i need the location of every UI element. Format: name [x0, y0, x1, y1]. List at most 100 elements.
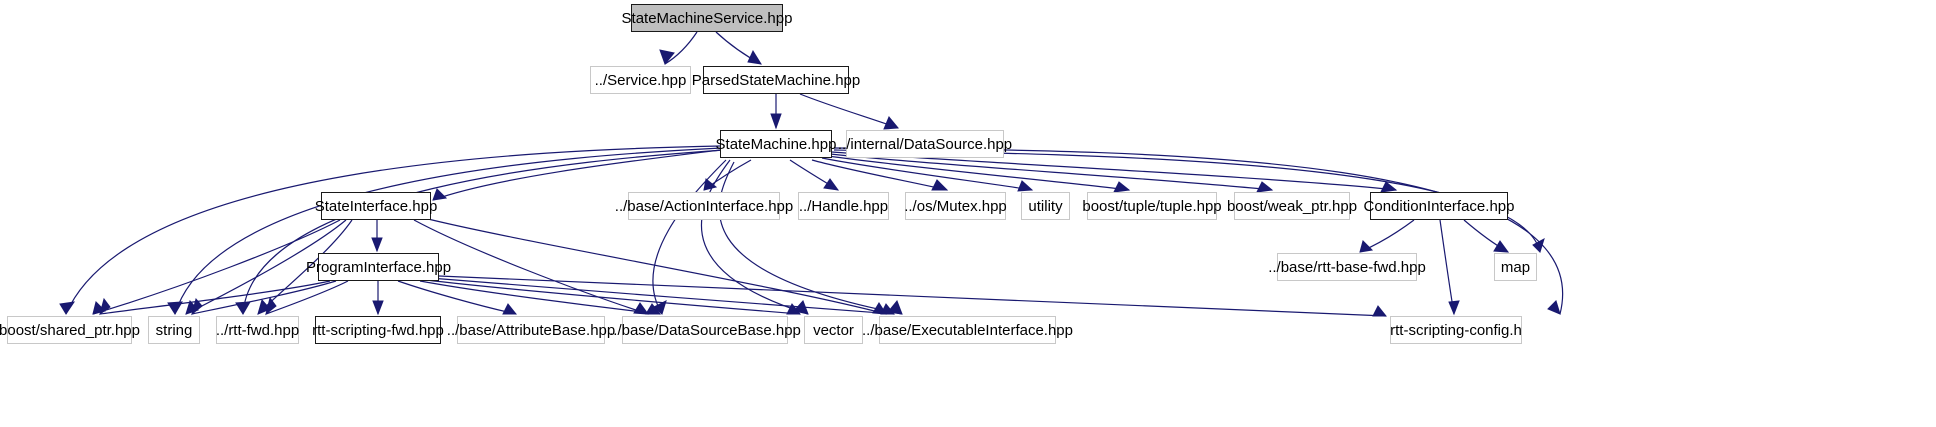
node-rttfwd[interactable]: ../rtt-fwd.hpp — [216, 316, 299, 344]
edge-stateinterface-to-datasourcebase — [413, 219, 649, 315]
arrowhead-statemachine-to-execinterface — [887, 300, 903, 315]
node-programiface[interactable]: ProgramInterface.hpp — [306, 253, 451, 281]
node-attributebase[interactable]: ../base/AttributeBase.hpp — [447, 316, 615, 344]
arrowhead-programiface-to-vector — [786, 303, 802, 315]
node-parsedsm[interactable]: ParsedStateMachine.hpp — [692, 66, 860, 94]
edge-statemachine-to-actioninterface — [703, 159, 752, 191]
arrowhead-stateinterface-to-rttfwd — [257, 298, 271, 315]
node-utility[interactable]: utility — [1021, 192, 1070, 220]
arrowhead-stateinterface-to-string — [185, 300, 199, 315]
node-label: map — [1500, 258, 1531, 276]
node-label: rtt-scripting-config.h — [1390, 321, 1522, 339]
node-boostweak[interactable]: boost/weak_ptr.hpp — [1227, 192, 1357, 220]
arrowhead-statemachine-to-boosttuple — [1113, 181, 1131, 193]
edge-programiface-to-sharedptr — [99, 280, 331, 315]
node-label: StateMachine.hpp — [715, 135, 837, 153]
arrowhead-statemachine-to-utility — [1017, 180, 1034, 192]
node-statemachine[interactable]: StateMachine.hpp — [716, 130, 836, 158]
edge-statemachine-to-rttfwd — [242, 149, 725, 315]
node-mutex[interactable]: ../os/Mutex.hpp — [904, 192, 1007, 220]
edge-stateinterface-to-sharedptr — [92, 219, 341, 315]
arrowhead-statemachine-to-stateinterface — [432, 188, 448, 201]
node-label: ../os/Mutex.hpp — [904, 197, 1007, 215]
node-stateinterface[interactable]: StateInterface.hpp — [315, 192, 437, 220]
edge-statemachine-to-scriptingconfig — [833, 147, 1564, 315]
node-label: boost/weak_ptr.hpp — [1226, 197, 1358, 215]
edge-programiface-to-attributebase — [397, 280, 517, 315]
edge-statemachine-to-vector — [701, 159, 809, 315]
edge-statemachine-to-string — [174, 147, 723, 315]
node-label: boost/tuple/tuple.hpp — [1082, 197, 1222, 215]
arrowhead-statemachine-to-handle — [823, 178, 840, 191]
arrowhead-statemachine-to-sharedptr — [59, 301, 76, 315]
arrowhead-parsedsm-to-statemachine — [770, 113, 782, 130]
arrowhead-programiface-to-rttfwd — [265, 296, 277, 316]
node-scriptingfwd[interactable]: rtt-scripting-fwd.hpp — [312, 316, 444, 344]
node-scriptingconfig[interactable]: rtt-scripting-config.h — [1390, 316, 1522, 344]
node-label: ConditionInterface.hpp — [1363, 197, 1515, 215]
edge-programiface-to-rttfwd — [265, 280, 349, 315]
node-label: StateInterface.hpp — [314, 197, 438, 215]
node-boosttuple[interactable]: boost/tuple/tuple.hpp — [1082, 192, 1222, 220]
node-label: ../base/ActionInterface.hpp — [614, 197, 794, 215]
node-service[interactable]: ../Service.hpp — [590, 66, 691, 94]
arrowhead-programiface-to-scriptingconfig — [1372, 305, 1388, 317]
edge-root-to-service — [664, 31, 698, 65]
node-label: ../internal/DataSource.hpp — [837, 135, 1013, 153]
arrowhead-conditioniface-to-scriptingconfig — [1448, 300, 1460, 316]
edge-conditioniface-to-map — [1463, 219, 1509, 253]
edge-conditioniface-to-rttbasefwd — [1359, 219, 1415, 253]
node-label: string — [155, 321, 193, 339]
edge-statemachine-to-mutex — [811, 159, 948, 191]
edge-programiface-to-scriptingconfig — [438, 275, 1387, 317]
node-conditioniface[interactable]: ConditionInterface.hpp — [1364, 192, 1514, 220]
node-root[interactable]: StateMachineService.hpp — [622, 4, 792, 32]
node-label: ../Service.hpp — [594, 71, 687, 89]
node-label: ../rtt-fwd.hpp — [215, 321, 300, 339]
arrowhead-programiface-to-datasourcebase — [645, 303, 662, 315]
arrowhead-statemachine-to-vector — [793, 300, 809, 315]
arrowhead-programiface-to-scriptingfwd — [372, 300, 384, 316]
edge-statemachine-to-datasourcebase — [652, 159, 727, 315]
edge-root-to-parsedsm — [715, 31, 762, 65]
node-label: ../base/rtt-base-fwd.hpp — [1268, 258, 1426, 276]
arrowhead-programiface-to-string — [191, 297, 203, 316]
edge-stateinterface-to-execinterface — [423, 217, 887, 315]
arrowhead-stateinterface-to-programiface — [371, 237, 383, 253]
edge-programiface-to-datasourcebase — [419, 280, 661, 315]
node-rttbasefwd[interactable]: ../base/rtt-base-fwd.hpp — [1268, 253, 1426, 281]
node-label: ParsedStateMachine.hpp — [691, 71, 861, 89]
node-string[interactable]: string — [148, 316, 200, 344]
arrowhead-conditioniface-to-rttbasefwd — [1359, 240, 1374, 253]
arrowhead-stateinterface-to-sharedptr — [92, 301, 106, 315]
edge-statemachine-to-boostweak — [829, 153, 1273, 191]
edge-statemachine-to-execinterface — [718, 161, 903, 315]
arrowhead-statemachine-to-mutex — [931, 179, 949, 191]
arrowhead-statemachine-to-datasourcebase — [653, 300, 667, 315]
edge-parsedsm-to-datasource — [799, 93, 899, 129]
node-sharedptr[interactable]: boost/shared_ptr.hpp — [0, 316, 140, 344]
node-label: ../base/AttributeBase.hpp — [446, 321, 616, 339]
node-datasourcebase[interactable]: ../base/DataSourceBase.hpp — [609, 316, 801, 344]
node-label: vector — [813, 321, 854, 339]
arrowhead-statemachine-to-rttfwd — [235, 301, 251, 315]
arrowhead-root-to-service — [659, 49, 675, 66]
node-execinterface[interactable]: ../base/ExecutableInterface.hpp — [862, 316, 1073, 344]
edge-programiface-to-execinterface — [429, 277, 895, 315]
node-label: rtt-scripting-fwd.hpp — [312, 321, 444, 339]
arrowhead-statemachine-to-map — [1532, 237, 1545, 253]
node-label: boost/shared_ptr.hpp — [0, 321, 140, 339]
node-handle[interactable]: ../Handle.hpp — [798, 192, 889, 220]
arrowhead-stateinterface-to-datasourcebase — [633, 302, 650, 315]
node-vector[interactable]: vector — [804, 316, 863, 344]
node-label: utility — [1028, 197, 1063, 215]
node-actioninterface[interactable]: ../base/ActionInterface.hpp — [615, 192, 793, 220]
node-map[interactable]: map — [1494, 253, 1537, 281]
edge-programiface-to-vector — [425, 279, 801, 315]
node-datasource[interactable]: ../internal/DataSource.hpp — [838, 130, 1012, 158]
arrowhead-programiface-to-execinterface — [880, 303, 896, 315]
arrowhead-parsedsm-to-datasource — [883, 116, 899, 130]
node-label: ProgramInterface.hpp — [305, 258, 452, 276]
edge-statemachine-to-sharedptr — [65, 145, 721, 315]
